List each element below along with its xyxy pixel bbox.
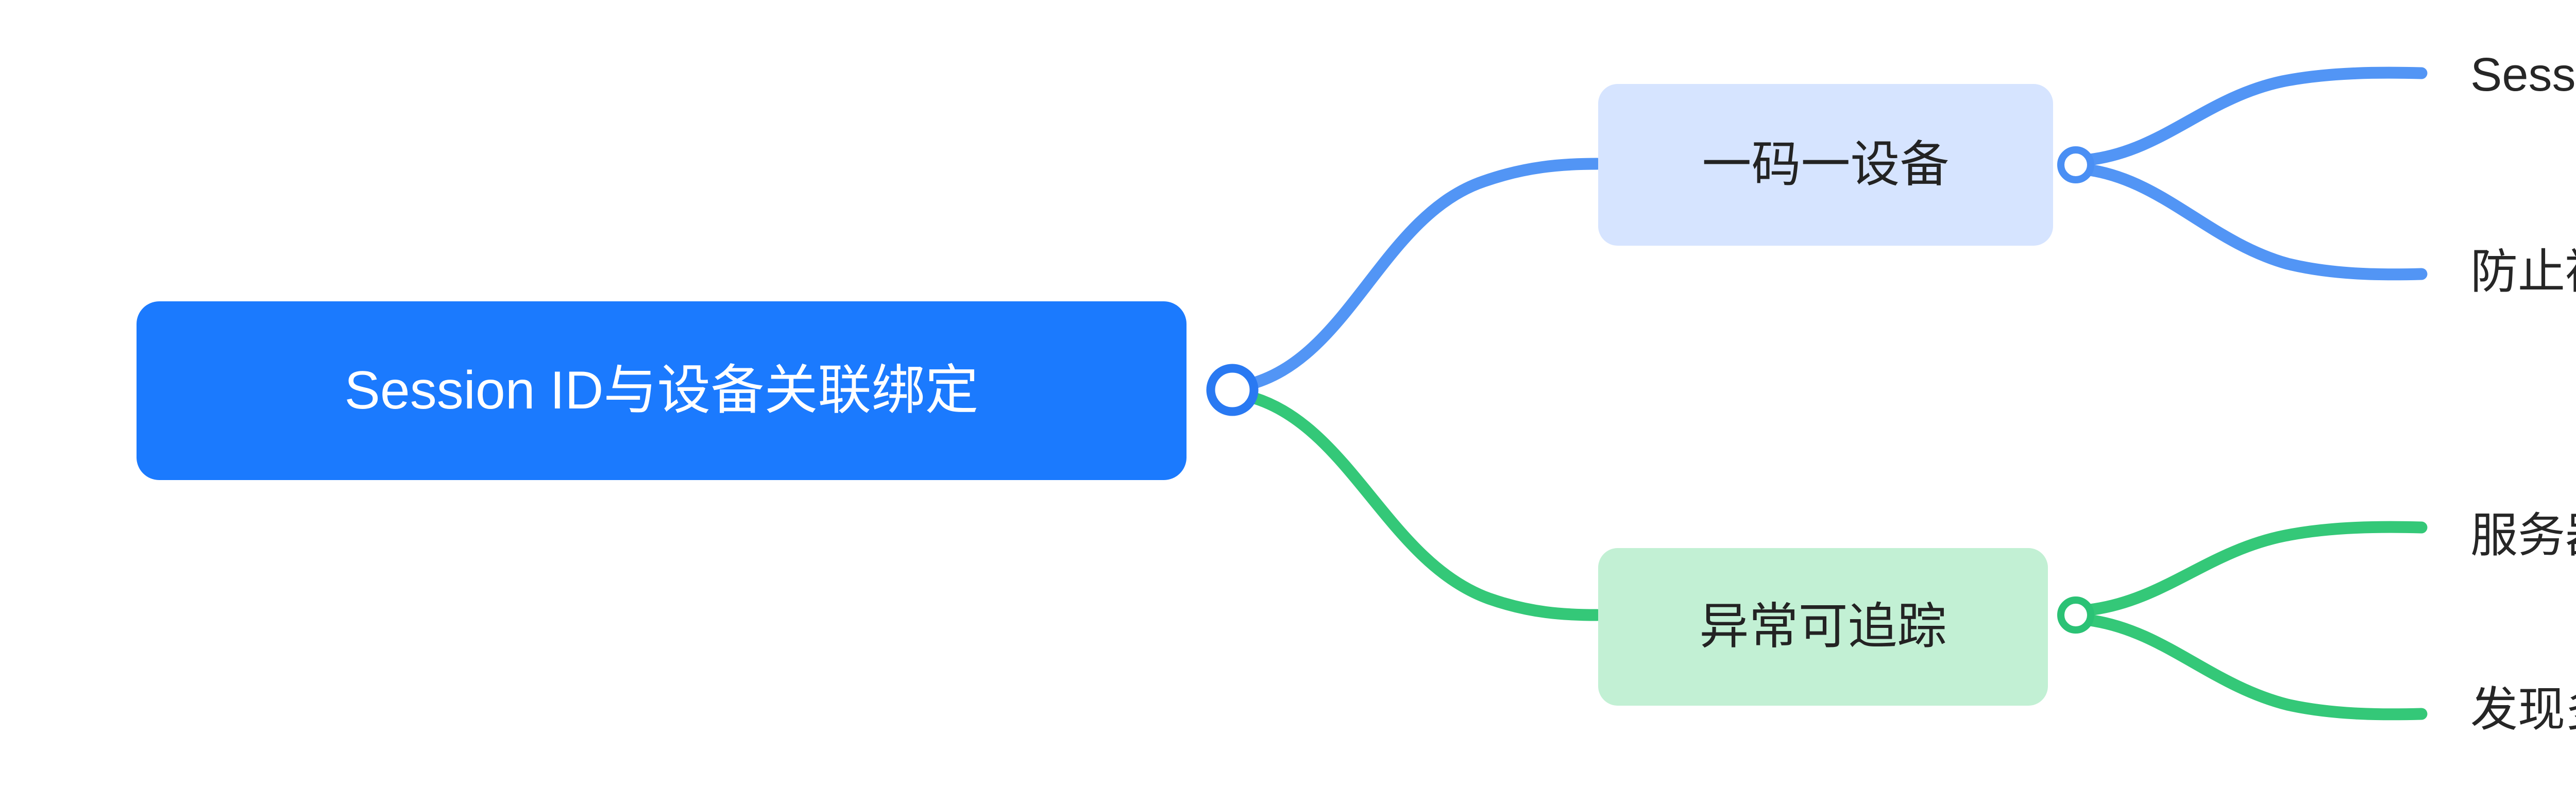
branch-collapse-circle-green[interactable] [2057,596,2094,634]
root-collapse-circle[interactable] [1206,364,1259,416]
connector-branch-green-to-leaf-4 [2083,614,2428,721]
branch-collapse-circle-blue[interactable] [2057,146,2094,183]
leaf-node-session-id-bound[interactable]: Session ID与设备绑定 [2470,41,2576,108]
connector-root-to-branch-green [1240,389,1603,621]
root-node[interactable]: Session ID与设备关联绑定 [137,301,1187,480]
branch-node-label: 异常可追踪 [1699,599,1947,654]
leaf-node-server-records-device[interactable]: 服务器记录设备信息 [2470,502,2576,569]
branch-node-one-code-one-device[interactable]: 一码一设备 [1598,84,2053,246]
connector-branch-blue-to-leaf-1 [2083,66,2428,166]
leaf-node-label: 防止被盗后在其他设备滥用 [2470,245,2576,298]
branch-node-label: 一码一设备 [1702,136,1950,192]
leaf-node-prevent-abuse[interactable]: 防止被盗后在其他设备滥用 [2470,238,2576,305]
leaf-node-label: 服务器记录设备信息 [2470,509,2576,562]
connector-branch-green-to-leaf-3 [2083,521,2428,616]
leaf-node-multi-endpoint-detect[interactable]: 发现多端登录等异常可及时拦截处置 [2470,676,2576,743]
leaf-node-label: 发现多端登录等异常可及时拦截处置 [2470,683,2576,736]
branch-node-anomaly-traceable[interactable]: 异常可追踪 [1598,548,2048,706]
root-node-label: Session ID与设备关联绑定 [344,360,979,420]
connector-root-to-branch-blue [1240,158,1603,391]
leaf-node-label: Session ID与设备绑定 [2470,48,2576,101]
connector-branch-blue-to-leaf-2 [2083,164,2428,281]
